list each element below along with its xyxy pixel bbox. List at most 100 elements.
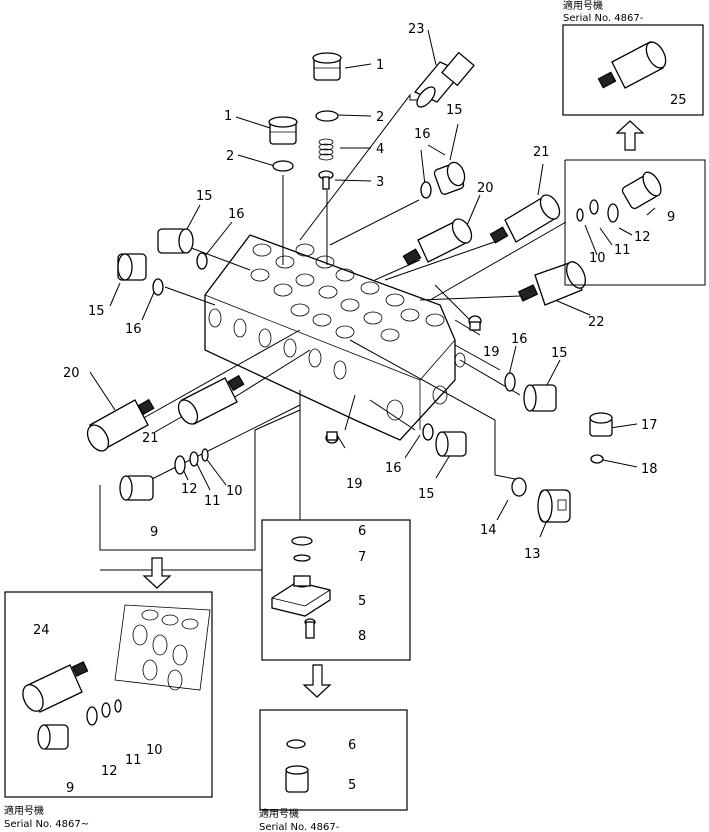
part-16-oring-d	[504, 372, 516, 392]
callout-15-e: 15	[418, 487, 435, 502]
callout-9-bottom-left: 9	[66, 781, 74, 796]
part-12-oring-right	[607, 203, 619, 223]
part-1-plug-top	[312, 52, 342, 81]
part-10-ring-left	[201, 448, 209, 462]
callout-25: 25	[670, 93, 687, 108]
part-10-ring-right	[576, 208, 584, 222]
part-20-valve-right	[402, 218, 473, 266]
callout-16-e: 16	[385, 461, 402, 476]
callout-1-left: 1	[224, 109, 232, 124]
serial-number-top-right: Serial No. 4867-	[563, 13, 644, 24]
serial-caption-top-right: 適用号機	[563, 0, 603, 12]
part-1-plug-left	[268, 116, 298, 145]
part-9-valve-left	[119, 475, 154, 501]
callout-22: 22	[588, 315, 605, 330]
part-12-oring-bottom-left	[86, 706, 98, 726]
serial-number-bottom-left: Serial No. 4867~	[4, 819, 89, 830]
part-2-oring-top	[315, 110, 339, 122]
callout-10-bottom-left: 10	[146, 743, 163, 758]
callout-11-right: 11	[614, 243, 631, 258]
callout-7: 7	[358, 550, 366, 565]
part-10-ring-bottom-left	[114, 699, 122, 713]
serial-caption-bottom-center: 適用号機	[259, 807, 299, 820]
part-15-plug-b	[157, 228, 194, 254]
part-25-valve	[597, 41, 667, 89]
callout-1: 1	[376, 58, 384, 73]
callout-16-d: 16	[511, 332, 528, 347]
callout-15-d: 15	[551, 346, 568, 361]
part-16-oring-c	[152, 278, 164, 296]
part-15-plug-d	[523, 384, 557, 412]
part-2-oring-left	[272, 160, 294, 172]
callout-13: 13	[524, 547, 541, 562]
part-11-ring-left	[189, 451, 199, 467]
part-18-oring	[590, 454, 604, 464]
callout-15-b: 15	[196, 189, 213, 204]
part-19-screw-lower	[325, 431, 339, 444]
part-6-oring-bottom	[286, 739, 306, 749]
part-11-ring-right	[589, 199, 599, 215]
callout-20-right: 20	[477, 181, 494, 196]
serial-note-bottom-left: 適用号機 Serial No. 4867~	[4, 804, 89, 830]
callout-16-a: 16	[414, 127, 431, 142]
serial-number-bottom-center: Serial No. 4867-	[259, 822, 340, 832]
callout-19-upper: 19	[483, 345, 500, 360]
part-24-valve	[22, 661, 89, 713]
part-17-plug	[589, 412, 613, 437]
callout-2: 2	[376, 110, 384, 125]
callout-4: 4	[376, 142, 384, 157]
callout-11-bottom-left: 11	[125, 753, 142, 768]
part-21-valve-left	[177, 374, 245, 425]
body-fragment-bottom-left	[114, 604, 211, 691]
callout-8: 8	[358, 629, 366, 644]
callout-labels: 23 1 2 4 3 1 2 15 16 21 20 25 9 12 11 10…	[33, 22, 687, 796]
callout-12-right: 12	[634, 230, 651, 245]
callout-3: 3	[376, 175, 384, 190]
callout-2-left: 2	[226, 149, 234, 164]
arrow-up-top-right	[615, 120, 645, 151]
callout-10-right: 10	[589, 251, 606, 266]
frame-right-group	[564, 159, 706, 286]
part-16-oring-b	[196, 252, 208, 270]
callout-16-b: 16	[228, 207, 245, 222]
valve-body	[204, 234, 466, 441]
callout-5-bottom: 5	[348, 778, 356, 793]
part-9-valve-right	[621, 171, 662, 210]
callout-12-bottom-left: 12	[101, 764, 118, 779]
callout-6-bottom: 6	[348, 738, 356, 753]
callout-6-center: 6	[358, 524, 366, 539]
callout-9-right: 9	[667, 210, 675, 225]
callout-9-left: 9	[150, 525, 158, 540]
callout-5-center: 5	[358, 594, 366, 609]
callout-17: 17	[641, 418, 658, 433]
callout-15-c: 15	[88, 304, 105, 319]
part-9-valve-bottom-left	[37, 724, 69, 750]
part-22-valve	[517, 261, 587, 306]
part-21-valve-right	[489, 194, 561, 244]
callout-19-lower: 19	[346, 477, 363, 492]
callout-12-left: 12	[181, 482, 198, 497]
arrow-down-left	[142, 557, 172, 589]
part-13-plug	[537, 489, 571, 523]
serial-caption-bottom-left: 適用号機	[4, 804, 44, 817]
callout-20-left: 20	[63, 366, 80, 381]
callout-21-right: 21	[533, 145, 550, 160]
callout-21-left: 21	[142, 431, 159, 446]
callout-16-c: 16	[125, 322, 142, 337]
detail-box-bottom-center	[259, 709, 408, 811]
leader-lines	[46, 29, 661, 784]
part-12-oring-left	[174, 455, 186, 475]
callout-14: 14	[480, 523, 497, 538]
callout-10-left: 10	[226, 484, 243, 499]
part-11-ring-bottom-left	[101, 702, 111, 718]
arrow-down-center	[302, 664, 332, 698]
part-15-plug-e	[435, 431, 467, 457]
part-6-oring-center	[291, 536, 313, 546]
part-23-sleeve	[413, 51, 475, 108]
callout-24: 24	[33, 623, 50, 638]
serial-note-top-right: 適用号機 Serial No. 4867-	[563, 0, 644, 24]
part-14-oring	[511, 477, 527, 497]
part-16-oring-e	[422, 423, 434, 441]
callout-18: 18	[641, 462, 658, 477]
